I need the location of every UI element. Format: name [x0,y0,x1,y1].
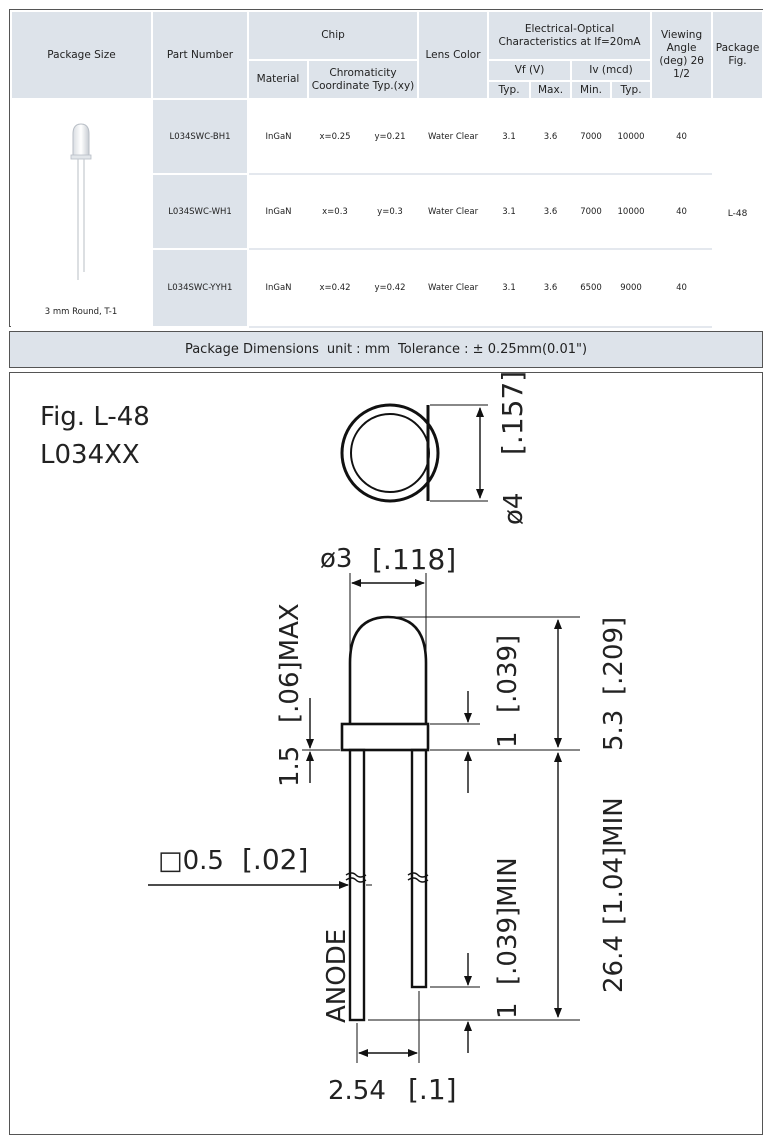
lead-square-inch-label: [.02] [242,843,308,876]
lead-break-mark [345,872,367,878]
flange-thk-label: 1 [493,731,523,748]
chroma-y-cell: y=0.42 [362,249,419,328]
material-cell: InGaN [248,99,308,175]
model-label: L034XX [40,440,140,470]
part-number-cell: L034SWC-WH1 [151,173,249,250]
material-cell: InGaN [248,174,308,250]
vf-max-cell: 3.6 [530,99,572,175]
lens-color-cell: Water Clear [418,174,489,250]
anode-label: ANODE [322,929,352,1023]
chroma-x-cell: x=0.42 [308,249,362,328]
body-height-inch-label: [.209] [599,617,629,695]
lead-length-label: 26.4 [599,935,629,993]
outer-dia-inch-label: [.157] [496,373,529,455]
lead-length-inch-label: [1.04]MIN [599,797,629,925]
vf-max-cell: 3.6 [530,249,572,328]
header-chromaticity: Chromaticity Coordinate Typ.(xy) [306,59,420,100]
material-cell: InGaN [248,249,308,328]
viewing-angle-cell: 40 [651,99,713,175]
lens-color-cell: Water Clear [418,249,489,328]
header-chip: Chip [246,10,420,61]
table-row: 3 mm Round, T-1 L034SWC-BH1 InGaN x=0.25… [11,98,764,327]
header-iv-typ: Typ. [610,80,653,100]
fig-label: Fig. L-48 [40,402,150,432]
header-vf-typ: Typ. [487,80,532,100]
header-package-size: Package Size [10,10,153,100]
header-part-number: Part Number [151,10,249,100]
chroma-x-cell: x=0.25 [308,99,362,175]
lens-color-cell: Water Clear [418,99,489,175]
iv-min-cell: 7000 [571,174,612,250]
header-lens-color: Lens Color [417,10,490,100]
cathode-lead [410,748,428,989]
header-electro-optical: Electrical-Optical Characteristics at If… [487,10,653,61]
package-fig-cell: L-48 [712,99,764,327]
package-size-cell: 3 mm Round, T-1 [11,99,152,327]
banner-unit: unit : mm [326,342,391,357]
lens-dia-inch-label: [.118] [372,543,456,576]
header-vf-max: Max. [529,80,573,100]
outer-dia-label: ø4 [499,493,529,525]
iv-min-cell: 7000 [571,99,612,175]
header-package-fig: Package Fig. [711,10,765,100]
top-view-inner-circle [350,413,430,493]
lead-diff-label: 1 [493,1002,523,1019]
banner-tolerance: Tolerance : ± 0.25mm(0.01") [398,342,588,357]
iv-typ-cell: 10000 [611,99,652,175]
dimension-drawing: Fig. L-48 L034XX ø4 [.157] ø3 [.118] [.0… [40,371,629,1106]
vf-typ-cell: 3.1 [488,174,531,250]
iv-typ-cell: 9000 [611,249,652,328]
lens-dia-label: ø3 [320,544,352,574]
flange-max-label: [.06]MAX [275,603,305,723]
led-thumbnail-icon [70,123,92,280]
spec-table-frame: Package Size Part Number Chip Lens Color… [9,9,765,328]
vf-typ-cell: 3.1 [488,249,531,328]
viewing-angle-cell: 40 [651,174,713,250]
anode-lead [348,748,366,1022]
pitch-inch-label: [.1] [408,1073,457,1106]
top-view-outer-circle [340,403,440,503]
header-iv: Iv (mcd) [570,59,653,82]
part-number-cell: L034SWC-YYH1 [151,248,249,328]
flange-label: 1.5 [275,746,305,787]
chroma-y-cell: y=0.3 [362,174,419,250]
iv-typ-cell: 10000 [611,174,652,250]
flange-thk-inch-label: [.039] [493,635,523,713]
body-height-label: 5.3 [599,710,629,751]
lead-diff-inch-label: [.039]MIN [493,857,523,985]
iv-min-cell: 6500 [571,249,612,328]
package-size-label: 3 mm Round, T-1 [44,307,118,317]
lens-dome [348,615,428,724]
pitch-label: 2.54 [328,1076,386,1106]
flange [340,722,430,752]
header-viewing-angle: Viewing Angle (deg) 2θ 1/2 [650,10,714,100]
chroma-y-cell: y=0.21 [362,99,419,175]
vf-max-cell: 3.6 [530,174,572,250]
part-number-cell: L034SWC-BH1 [151,98,249,175]
viewing-angle-cell: 40 [651,249,713,328]
table-row: L034SWC-YYH1 InGaN x=0.42 y=0.42 Water C… [11,248,763,328]
header-material: Material [247,59,309,100]
banner-title: Package Dimensions [184,342,319,357]
table-row: L034SWC-WH1 InGaN x=0.3 y=0.3 Water Clea… [11,173,763,250]
header-vf: Vf (V) [487,59,573,82]
dimension-drawing-frame: Fig. L-48 L034XX ø4 [.157] ø3 [.118] [.0… [9,371,763,1135]
chroma-x-cell: x=0.3 [308,174,362,250]
header-iv-min: Min. [570,80,613,100]
lead-square-label: □0.5 [158,846,224,876]
package-dimensions-banner: Package Dimensions unit : mm Tolerance :… [9,331,763,368]
vf-typ-cell: 3.1 [488,99,531,175]
spec-table: Package Size Part Number Chip Lens Color… [10,10,765,328]
